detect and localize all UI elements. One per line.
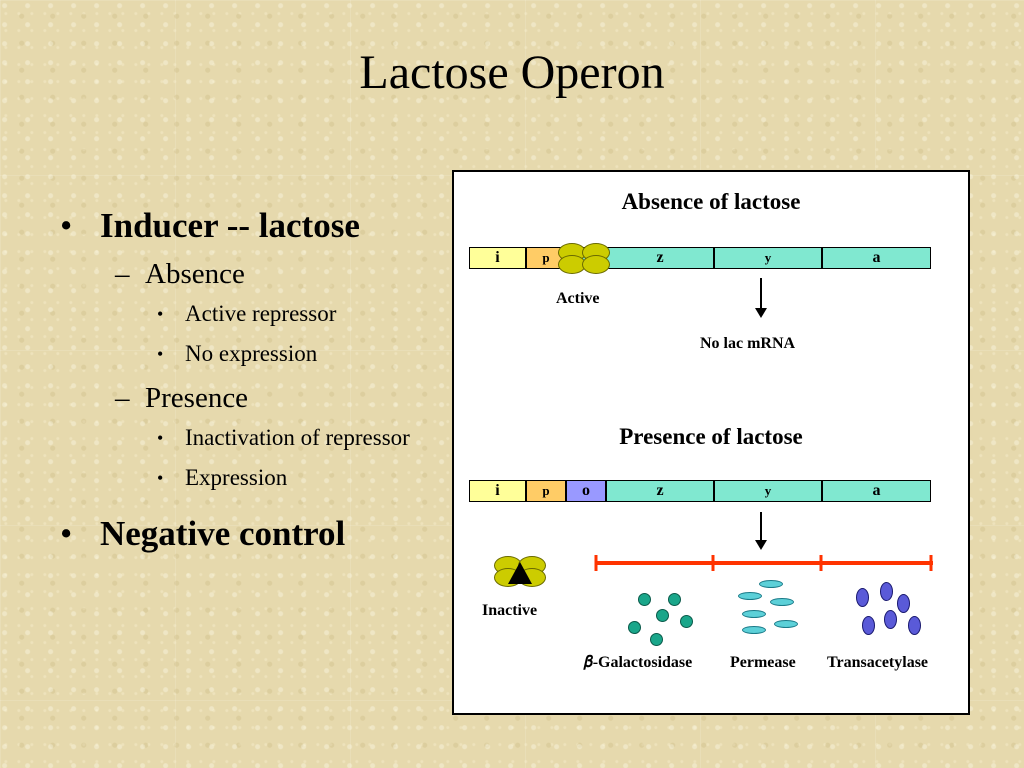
dash-icon: –	[115, 382, 130, 414]
bullet-list: • Inducer -- lactose – Absence • Active …	[60, 205, 440, 555]
galactosidase-label: 𝛽-Galactosidase	[584, 654, 693, 671]
operon-diagram-panel: Absence of lactose i p z y a Active No l…	[452, 170, 970, 715]
gene-y-bottom: y	[714, 480, 822, 502]
gene-z-top: z	[606, 247, 714, 269]
bullet-expression-text: Expression	[185, 465, 288, 490]
operon-bottom: i p o z y a	[469, 480, 931, 502]
lactose-triangle-icon	[508, 562, 532, 584]
gene-a-bottom: a	[822, 480, 931, 502]
bullet-presence-text: Presence	[145, 382, 249, 414]
bullet-no-expression-text: No expression	[185, 341, 318, 366]
bullet-inactivation: • Inactivation of repressor	[60, 421, 440, 455]
bullet-absence-text: Absence	[145, 258, 245, 290]
permease-label: Permease	[730, 654, 796, 671]
operator-bottom: o	[566, 480, 606, 502]
bullet-inducer: • Inducer -- lactose	[60, 205, 440, 247]
presence-title: Presence of lactose	[619, 424, 803, 449]
operon-top: i p z y a	[469, 247, 931, 269]
no-mrna-label: No lac mRNA	[700, 335, 796, 352]
slide-title: Lactose Operon	[359, 46, 665, 99]
bullet-negative-control: • Negative control	[60, 513, 440, 555]
inactive-repressor-icon	[494, 556, 546, 587]
dash-icon: –	[115, 258, 130, 290]
bullet-no-expression: • No expression	[60, 337, 440, 371]
gene-a-top: a	[822, 247, 931, 269]
down-arrow-icon	[755, 278, 767, 318]
bullet-dot-icon: •	[157, 304, 164, 324]
gene-i-bottom: i	[469, 480, 526, 502]
bullet-inactivation-text: Inactivation of repressor	[185, 425, 410, 450]
active-label: Active	[556, 290, 600, 307]
bullet-active-repressor-text: Active repressor	[185, 301, 337, 326]
down-arrow-icon	[755, 512, 767, 550]
gene-i-top: i	[469, 247, 526, 269]
bullet-presence: – Presence	[60, 381, 440, 415]
bullet-dot-icon: •	[60, 514, 73, 553]
gene-z-bottom: z	[606, 480, 714, 502]
gene-p-bottom: p	[526, 480, 566, 502]
bullet-inducer-text: Inducer -- lactose	[100, 206, 360, 245]
bullet-dot-icon: •	[60, 206, 73, 245]
bullet-dot-icon: •	[157, 344, 164, 364]
bullet-dot-icon: •	[157, 428, 164, 448]
bullet-dot-icon: •	[157, 468, 164, 488]
mrna-transcript	[594, 555, 933, 571]
inactive-label: Inactive	[482, 602, 538, 619]
bullet-expression: • Expression	[60, 461, 440, 495]
absence-title: Absence of lactose	[621, 189, 801, 214]
bullet-active-repressor: • Active repressor	[60, 297, 440, 331]
bullet-absence: – Absence	[60, 257, 440, 291]
bullet-negative-control-text: Negative control	[100, 514, 346, 553]
active-repressor-icon	[558, 243, 610, 274]
transacetylase-label: Transacetylase	[827, 654, 929, 671]
gene-y-top: y	[714, 247, 822, 269]
